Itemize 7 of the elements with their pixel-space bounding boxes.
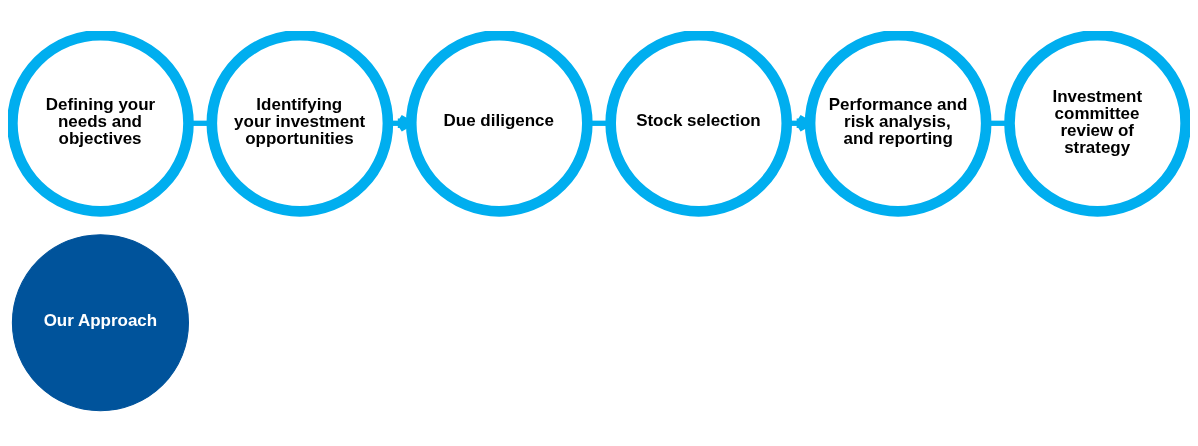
node-circle: Identifying your investment opportunities [206,31,394,217]
node-circle: Stock selection [605,31,793,217]
node-circle: Our Approach [11,234,189,412]
node-circle: Due diligence [405,31,593,217]
node-circle: Performance and risk analysis, and reporting [804,31,992,217]
node-circle: Defining your needs and objectives [8,31,194,217]
node-circle: Investment committee review of strategy [1004,31,1190,217]
